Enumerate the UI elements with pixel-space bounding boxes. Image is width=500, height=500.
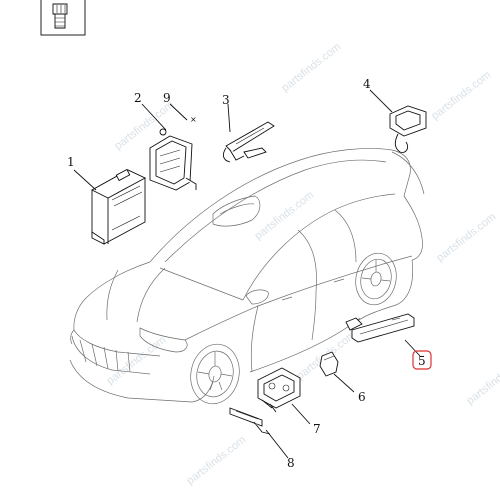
leader-line-6 bbox=[333, 373, 355, 393]
part-antenna[interactable] bbox=[222, 121, 275, 163]
part-bracket[interactable] bbox=[149, 128, 197, 191]
leader-line-3 bbox=[227, 103, 231, 133]
callout-9[interactable]: 9 bbox=[163, 91, 171, 105]
watermark: partsfinds.com bbox=[429, 69, 493, 122]
part-control-module[interactable] bbox=[91, 168, 146, 245]
leader-line-9 bbox=[169, 103, 188, 121]
leader-line-4 bbox=[369, 89, 393, 113]
callout-1[interactable]: 1 bbox=[67, 155, 75, 169]
callout-4[interactable]: 4 bbox=[363, 77, 371, 91]
watermark: partsfinds.com bbox=[279, 41, 343, 94]
watermark: partsfinds.com bbox=[184, 434, 248, 487]
part-electronic-unit[interactable] bbox=[257, 367, 301, 413]
callout-6[interactable]: 6 bbox=[358, 390, 366, 404]
part-small-antenna[interactable] bbox=[229, 407, 271, 435]
watermark: partsfinds.com bbox=[464, 354, 500, 407]
leader-lines bbox=[73, 89, 421, 459]
watermark: partsfinds.com bbox=[252, 189, 316, 242]
callout-3[interactable]: 3 bbox=[222, 93, 230, 107]
watermark: partsfinds.com bbox=[434, 211, 498, 264]
callout-2[interactable]: 2 bbox=[134, 91, 142, 105]
leader-line-7 bbox=[291, 403, 311, 425]
callout-labels: 1 2 3 4 5 6 7 8 9 bbox=[67, 77, 432, 470]
watermark-layer: partsfinds.com partsfinds.com partsfinds… bbox=[104, 41, 500, 487]
part-sensor-coil[interactable] bbox=[389, 105, 427, 153]
leader-line-2 bbox=[141, 103, 167, 131]
callout-5[interactable]: 5 bbox=[418, 354, 426, 368]
callout-8[interactable]: 8 bbox=[287, 456, 295, 470]
watermark: partsfinds.com bbox=[104, 334, 168, 387]
callout-5-highlight bbox=[412, 350, 432, 370]
fastener-mark: × bbox=[190, 115, 197, 124]
leader-line-8 bbox=[265, 429, 289, 459]
part-connector[interactable] bbox=[319, 351, 339, 377]
callout-7[interactable]: 7 bbox=[313, 422, 321, 436]
bolt-inset bbox=[40, 0, 86, 36]
part-rear-antenna[interactable] bbox=[345, 313, 415, 343]
leader-line-1 bbox=[73, 169, 97, 191]
leader-line-5 bbox=[404, 339, 421, 357]
